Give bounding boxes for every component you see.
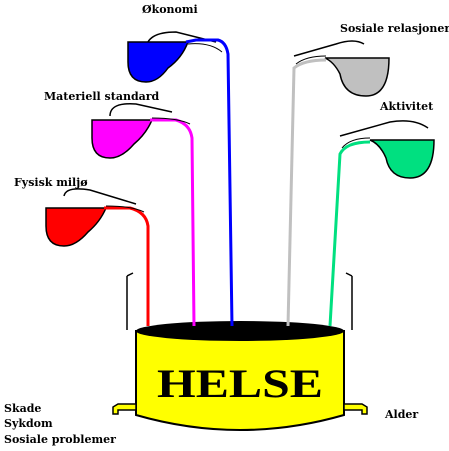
pot-body <box>135 330 345 431</box>
sosiale-relasjoner-label: Sosiale relasjoner <box>340 22 449 35</box>
materiell-standard-flask: Materiell standard <box>44 90 196 327</box>
fysisk-miljo-flask: Fysisk miljø <box>14 176 150 326</box>
sykdom-label: Sykdom <box>4 417 53 430</box>
okonomi-label: Økonomi <box>142 3 198 16</box>
aktivitet-label: Aktivitet <box>379 100 434 113</box>
skade-label: Skade <box>4 402 41 415</box>
helse-pot: HELSE <box>112 272 368 431</box>
okonomi-flask: Økonomi <box>127 3 234 327</box>
fysisk-miljo-label: Fysisk miljø <box>14 176 88 189</box>
sosiale-problemer-label: Sosiale problemer <box>4 433 116 446</box>
left-tap <box>112 403 137 415</box>
pot-opening <box>136 321 344 341</box>
alder-label: Alder <box>384 408 418 421</box>
materiell-standard-label: Materiell standard <box>44 90 160 103</box>
helse-title: HELSE <box>157 361 323 406</box>
aktivitet-flask: Aktivitet <box>328 100 435 327</box>
sosiale-relasjoner-flask: Sosiale relasjoner <box>286 22 449 327</box>
right-tap <box>343 403 368 415</box>
